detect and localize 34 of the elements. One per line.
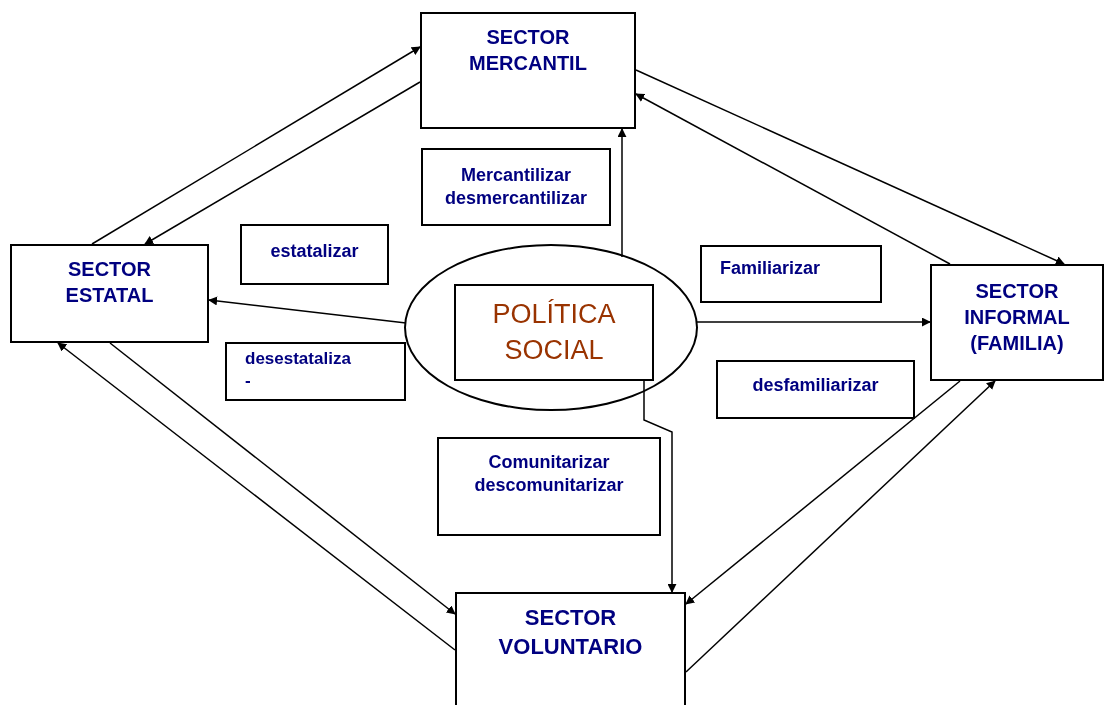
node-label: Familiarizar (720, 257, 821, 280)
process-box (930, 264, 1104, 381)
arrow (643, 380, 677, 593)
arrow (208, 296, 407, 324)
process-box (421, 148, 611, 226)
process-box (700, 245, 882, 303)
arrow (109, 342, 456, 615)
arrow (695, 317, 931, 327)
node-label: desfamiliarizar (752, 374, 879, 397)
node-label: SECTOR ESTATAL (64, 257, 155, 308)
process-box (420, 12, 636, 129)
process-box (225, 342, 406, 401)
process-box (240, 224, 389, 285)
arrow (685, 380, 996, 673)
node-label: SECTOR INFORMAL (FAMILIA) (963, 279, 1071, 356)
arrow (685, 380, 961, 605)
node-label: desestataliza - (245, 348, 352, 393)
process-box (10, 244, 209, 343)
process-box (455, 592, 686, 705)
node-label: Comunitarizar descomunitarizar (473, 451, 625, 498)
node-label: Mercantilizar desmercantilizar (443, 163, 589, 210)
policy-ellipse (404, 244, 698, 411)
node-label: estatalizar (270, 240, 359, 263)
arrow (57, 342, 456, 651)
process-box (716, 360, 915, 419)
node-label: SECTOR MERCANTIL (468, 25, 588, 76)
process-box (454, 284, 654, 381)
process-box (437, 437, 661, 536)
node-label: POLÍTICA SOCIAL (491, 298, 617, 367)
arrow (635, 93, 951, 265)
node-label: SECTOR VOLUNTARIO (497, 604, 644, 661)
arrow (91, 46, 421, 245)
arrow (144, 81, 421, 245)
arrow (635, 69, 1065, 265)
